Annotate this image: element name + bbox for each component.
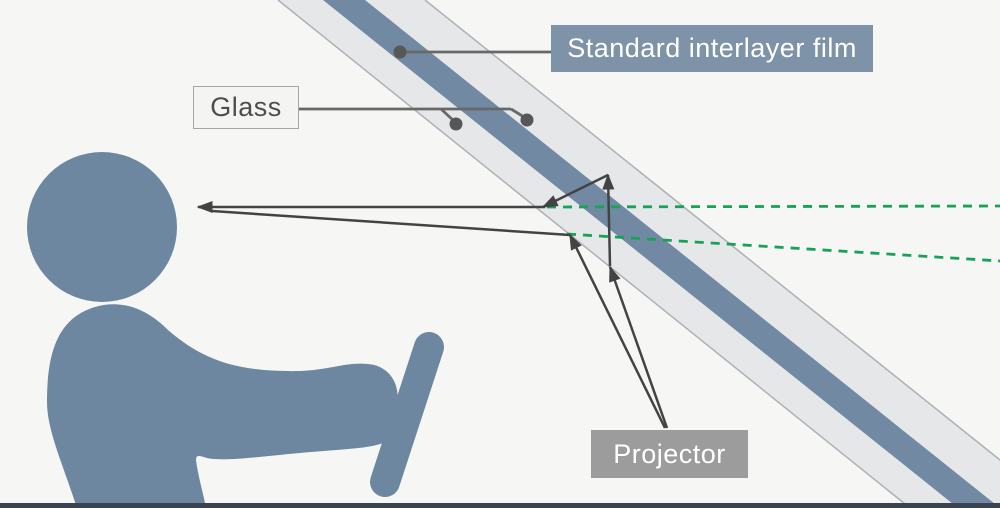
film-label-text: Standard interlayer film — [567, 33, 857, 63]
driver-figure — [27, 152, 444, 508]
ground-line — [0, 503, 1000, 508]
film-leader-dot — [393, 45, 407, 59]
driver-torso-and-arm — [47, 304, 399, 508]
ray-refracted-to-film — [602, 173, 615, 267]
projector-label-text: Projector — [613, 438, 726, 469]
glass-inner-pane-dot — [449, 117, 463, 131]
ray-projector-to-inner-surface-primary — [568, 233, 667, 429]
ray-primary-to-eye — [211, 209, 571, 237]
ray-projector-to-inner-surface-secondary — [608, 265, 669, 429]
interlayer-film-stripe — [323, 0, 1000, 508]
projector-light-rays — [196, 173, 669, 429]
virtual-image-line-upper — [546, 204, 1000, 209]
driver-head — [27, 152, 177, 302]
glass-outer-surface-line — [424, 0, 1000, 461]
callout-leaders — [299, 50, 551, 123]
glass-label-text: Glass — [210, 92, 282, 122]
steering-wheel — [370, 332, 444, 497]
glass-leader-branch-inner — [440, 107, 455, 123]
glass-inner-surface-line — [277, 0, 911, 508]
film-label: Standard interlayer film — [551, 25, 873, 72]
glass-outer-pane-dot — [520, 113, 534, 127]
virtual-image-sight-lines — [546, 204, 1000, 263]
projector-label: Projector — [591, 430, 748, 478]
glass-label: Glass — [193, 86, 299, 129]
ray-film-reflection-to-inner-surface — [541, 173, 609, 209]
glass-leader-branch-outer — [510, 107, 525, 119]
virtual-image-line-lower — [566, 232, 1000, 263]
